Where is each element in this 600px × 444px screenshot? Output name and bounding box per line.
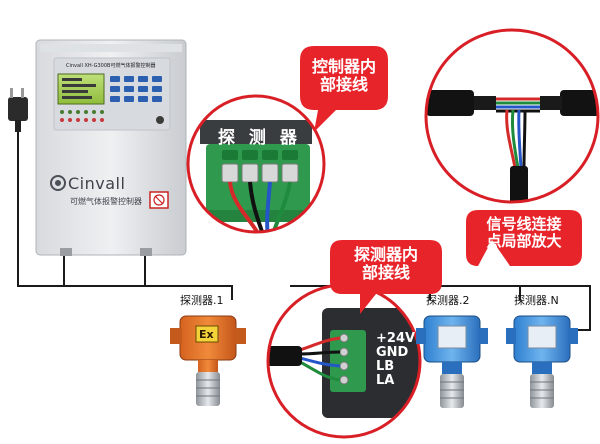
controller-brand: Cinvall xyxy=(68,174,126,193)
bubble-detector-shape xyxy=(330,240,442,314)
power-plug-icon xyxy=(8,88,28,132)
controller-box xyxy=(35,39,187,256)
controller-panel-header: Cinvall XH-G300B可燃气体报警控制器 xyxy=(66,63,156,69)
bubble-shapes xyxy=(300,46,582,314)
bubble-controller-shape xyxy=(300,46,388,132)
terminal-label-gnd: GND xyxy=(376,345,409,360)
detector-1-device xyxy=(170,315,246,406)
zoom-circle-controller xyxy=(186,94,326,234)
bubble-detector-wiring: 探测器内 部接线 xyxy=(353,245,418,283)
detector-label-1: 探测器.1 xyxy=(180,294,224,307)
terminal-label-la: LA xyxy=(376,373,395,388)
bubble-controller-wiring: 控制器内 部接线 xyxy=(311,57,376,95)
detector-2-device xyxy=(416,315,488,408)
terminal-label-lb: LB xyxy=(376,359,395,374)
bubble-signal-shape xyxy=(466,210,582,266)
detector-label-n: 探测器.N xyxy=(514,294,559,307)
detector-n-device xyxy=(506,315,578,408)
detector-label-2: 探测器.2 xyxy=(426,294,470,307)
zoom-circle-signal-line xyxy=(424,28,600,204)
terminal-label-24v: +24V xyxy=(376,331,416,346)
detector-banner: 探 测 器 xyxy=(218,128,301,148)
controller-product-name: 可燃气体报警控制器 xyxy=(70,197,142,206)
ex-mark-icon: Ex xyxy=(199,328,214,341)
zoom-circle-detector xyxy=(266,283,422,439)
bubble-signal-zoom: 信号线连接 点局部放大 xyxy=(486,215,562,251)
